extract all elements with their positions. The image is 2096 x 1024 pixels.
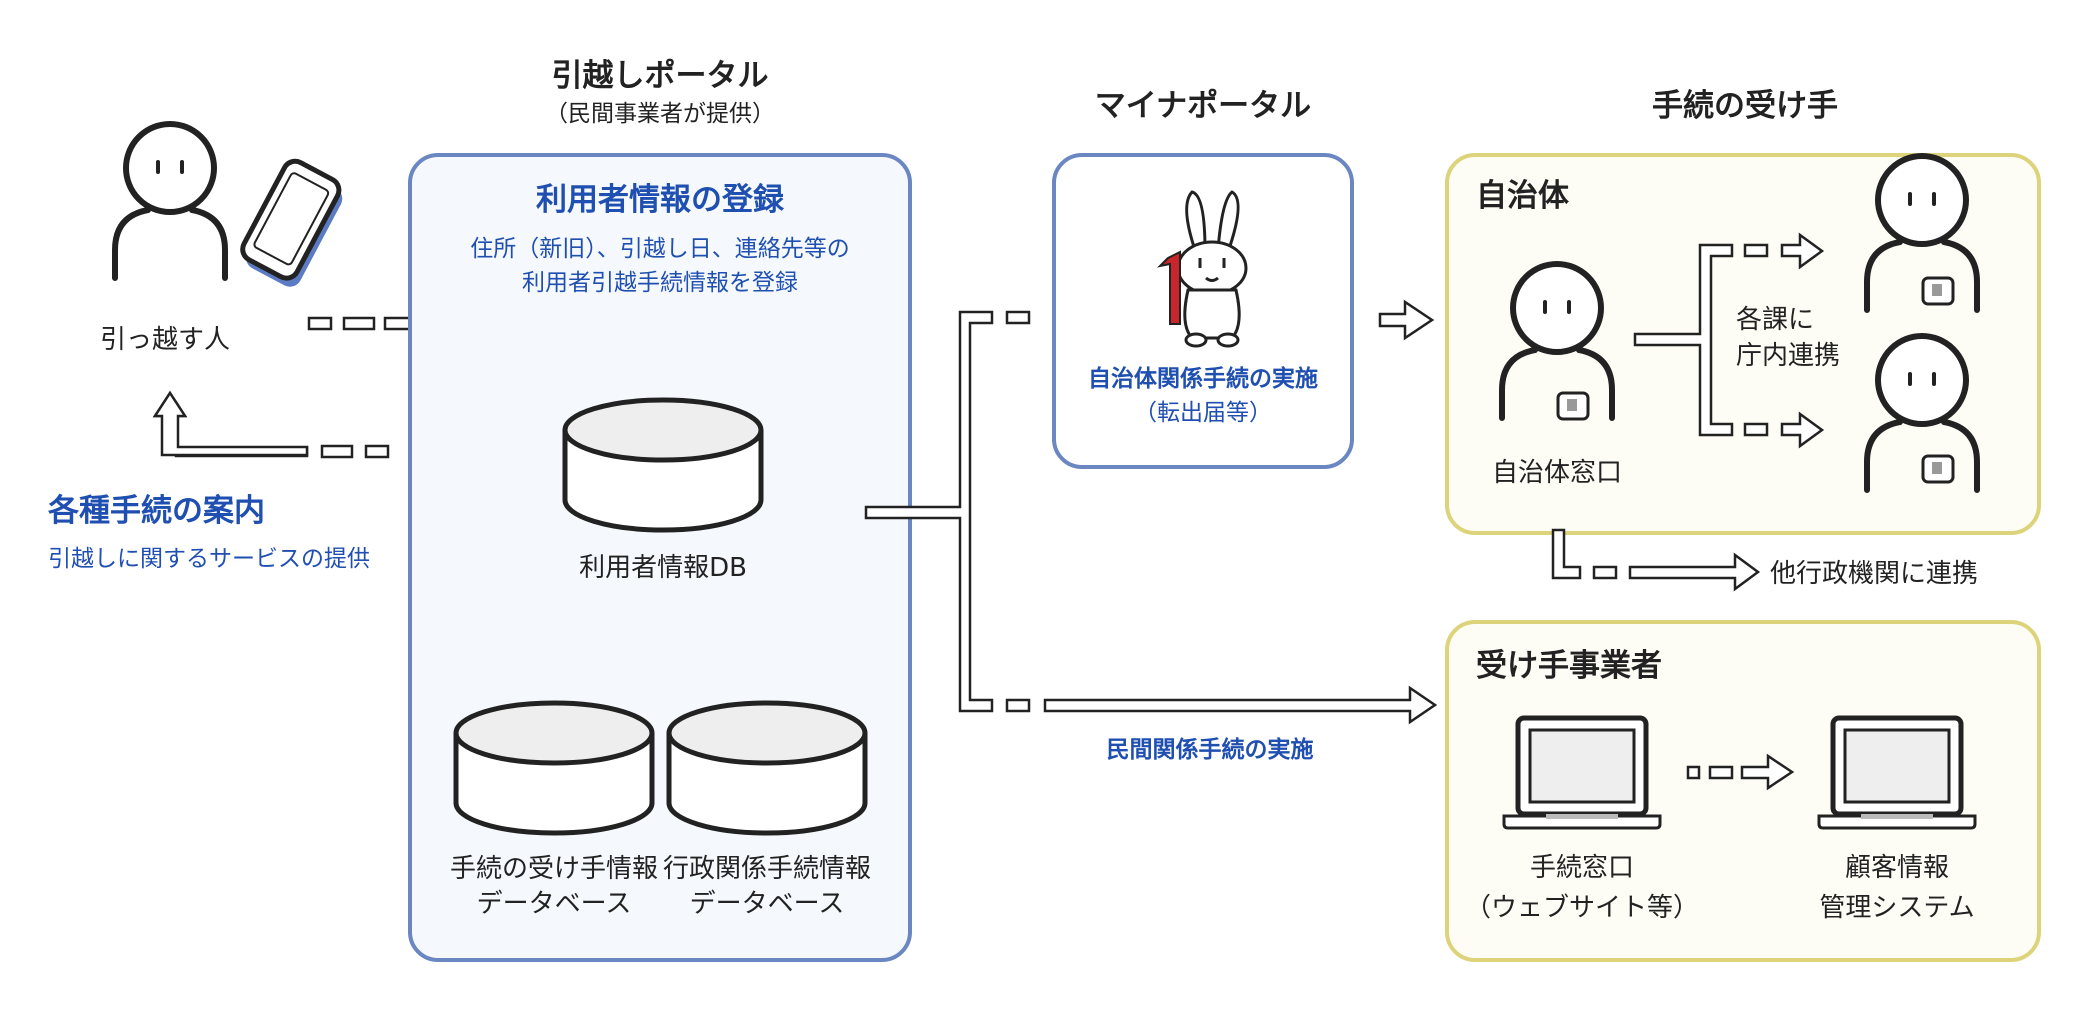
receiver-db-icon: [453, 700, 655, 836]
internal-link-connector: [1633, 232, 1825, 449]
crm-line2: 管理システム: [1819, 893, 1974, 923]
mover-label: 引っ越す人: [100, 325, 230, 355]
guidance-arrow: [152, 390, 390, 459]
myna-to-municipality-arrow: [1378, 299, 1435, 341]
business-box: [1445, 620, 2041, 962]
user-db-label: 利用者情報DB: [579, 553, 747, 583]
admin-db-label-line1: 行政関係手続情報: [663, 854, 871, 884]
receiver-db-label-line2: データベース: [477, 889, 632, 919]
rabbit-mascot-icon: [1156, 190, 1248, 348]
admin-db-label-line2: データベース: [690, 889, 845, 919]
guidance-title: 各種手続の案内: [47, 493, 265, 529]
moving-portal-title: 引越しポータル: [552, 58, 769, 94]
private-procedure-label: 民間関係手続の実施: [1107, 736, 1314, 763]
registration-desc-line1: 住所（新旧）、引越し日、連絡先等の: [470, 236, 850, 262]
receiver-db-label-line1: 手続の受け手情報: [450, 854, 658, 884]
internal-link-line2: 庁内連携: [1736, 341, 1840, 371]
business-heading: 受け手事業者: [1476, 648, 1662, 684]
mover-person-icon: [115, 124, 225, 278]
moving-portal-subtitle: （民間事業者が提供）: [545, 101, 775, 127]
smartphone-icon: [240, 158, 343, 287]
user-db-icon: [562, 397, 764, 533]
crm-laptop-icon: [1819, 718, 1975, 828]
admin-db-icon: [666, 700, 868, 836]
procedure-window-laptop-icon: [1504, 718, 1660, 828]
registration-heading: 利用者情報の登録: [536, 182, 785, 218]
myna-portal-title: マイナポータル: [1095, 88, 1311, 124]
procedure-window-line1: 手続窓口: [1530, 853, 1634, 883]
other-agencies-label: 他行政機関に連携: [1770, 559, 1978, 589]
guidance-desc: 引越しに関するサービスの提供: [48, 546, 370, 572]
myna-caption-line2: （転出届等）: [1134, 400, 1272, 426]
crm-line1: 顧客情報: [1845, 853, 1949, 883]
internal-link-line1: 各課に: [1736, 305, 1814, 335]
portal-branch-connector: [864, 310, 1438, 725]
municipality-heading: 自治体: [1476, 178, 1569, 214]
window-to-crm-arrow: [1686, 753, 1795, 791]
procedure-window-line2: （ウェブサイト等）: [1465, 893, 1699, 923]
myna-caption-line1: 自治体関係手続の実施: [1088, 365, 1318, 392]
municipality-counter-label: 自治体窓口: [1492, 458, 1622, 488]
receivers-title: 手続の受け手: [1652, 88, 1838, 124]
municipality-box: [1445, 153, 2041, 535]
other-agencies-arrow: [1551, 528, 1761, 592]
registration-desc-line2: 利用者引越手続情報を登録: [522, 270, 798, 296]
